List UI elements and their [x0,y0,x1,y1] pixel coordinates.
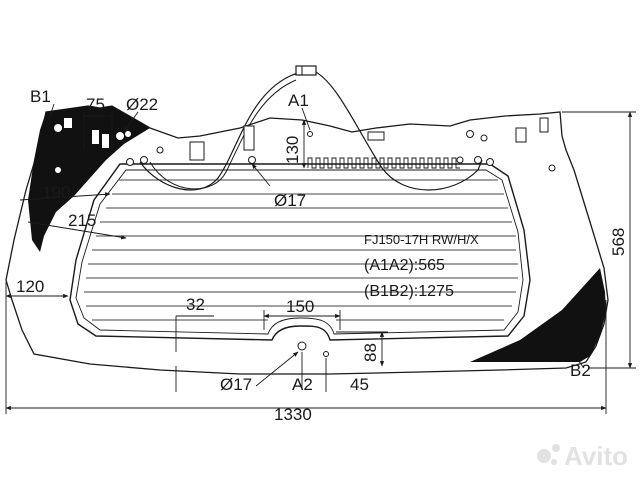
antenna-zigzag [307,157,460,169]
clip-mark [102,134,109,148]
wire-connector-plug [295,65,317,76]
black-band-bottom-right [470,268,606,362]
hole-mark [55,167,61,173]
dim-150: 150 [286,297,314,316]
dim-568: 568 [609,228,628,256]
spec-b1b2: (B1B2):1275 [364,283,454,300]
avito-logo-icon [537,449,551,463]
dim-phi17-bottom: Ø17 [220,375,252,394]
hole-mark [54,124,62,132]
dimension-lines [5,103,636,414]
glass-outline [5,105,609,375]
terminal-right [486,158,494,166]
bottom-hole [297,341,307,351]
avito-watermark: Avito [537,441,628,471]
spec-a1a2: (A1A2):565 [364,257,445,274]
terminal-left [140,156,148,164]
bottom-hole-small [323,351,329,357]
dim-130: 130 [283,136,302,164]
dim-88: 88 [361,343,380,362]
terminal-left [126,158,134,166]
heating-grid [84,179,518,321]
connector-wire-right [311,69,483,191]
watermark-text: Avito [564,441,628,471]
dim-1330: 1330 [274,405,312,424]
connector-wire-left-2 [149,79,297,190]
dim-32: 32 [186,295,205,314]
clip-mark [64,118,72,128]
hole-mark [116,132,124,140]
dim-190: 190 [42,183,70,202]
dim-120: 120 [16,277,44,296]
label-b2: B2 [570,361,591,380]
dim-phi17-top: Ø17 [274,191,306,210]
mounting-marks [156,117,556,172]
visible-area-frame [69,163,531,341]
clip-mark [92,130,99,144]
label-b1: B1 [30,87,51,106]
spec-part-code: FJ150-17H RW/H/X [364,232,479,247]
label-a2: A2 [292,375,313,394]
dim-phi22: Ø22 [126,95,158,114]
terminal-right [474,156,482,164]
dim-45: 45 [350,375,369,394]
hole-mark [125,131,131,137]
label-a1: A1 [288,91,309,110]
dim-215: 215 [68,211,96,230]
dim-75: 75 [86,95,105,114]
black-band-top-left [28,106,150,252]
